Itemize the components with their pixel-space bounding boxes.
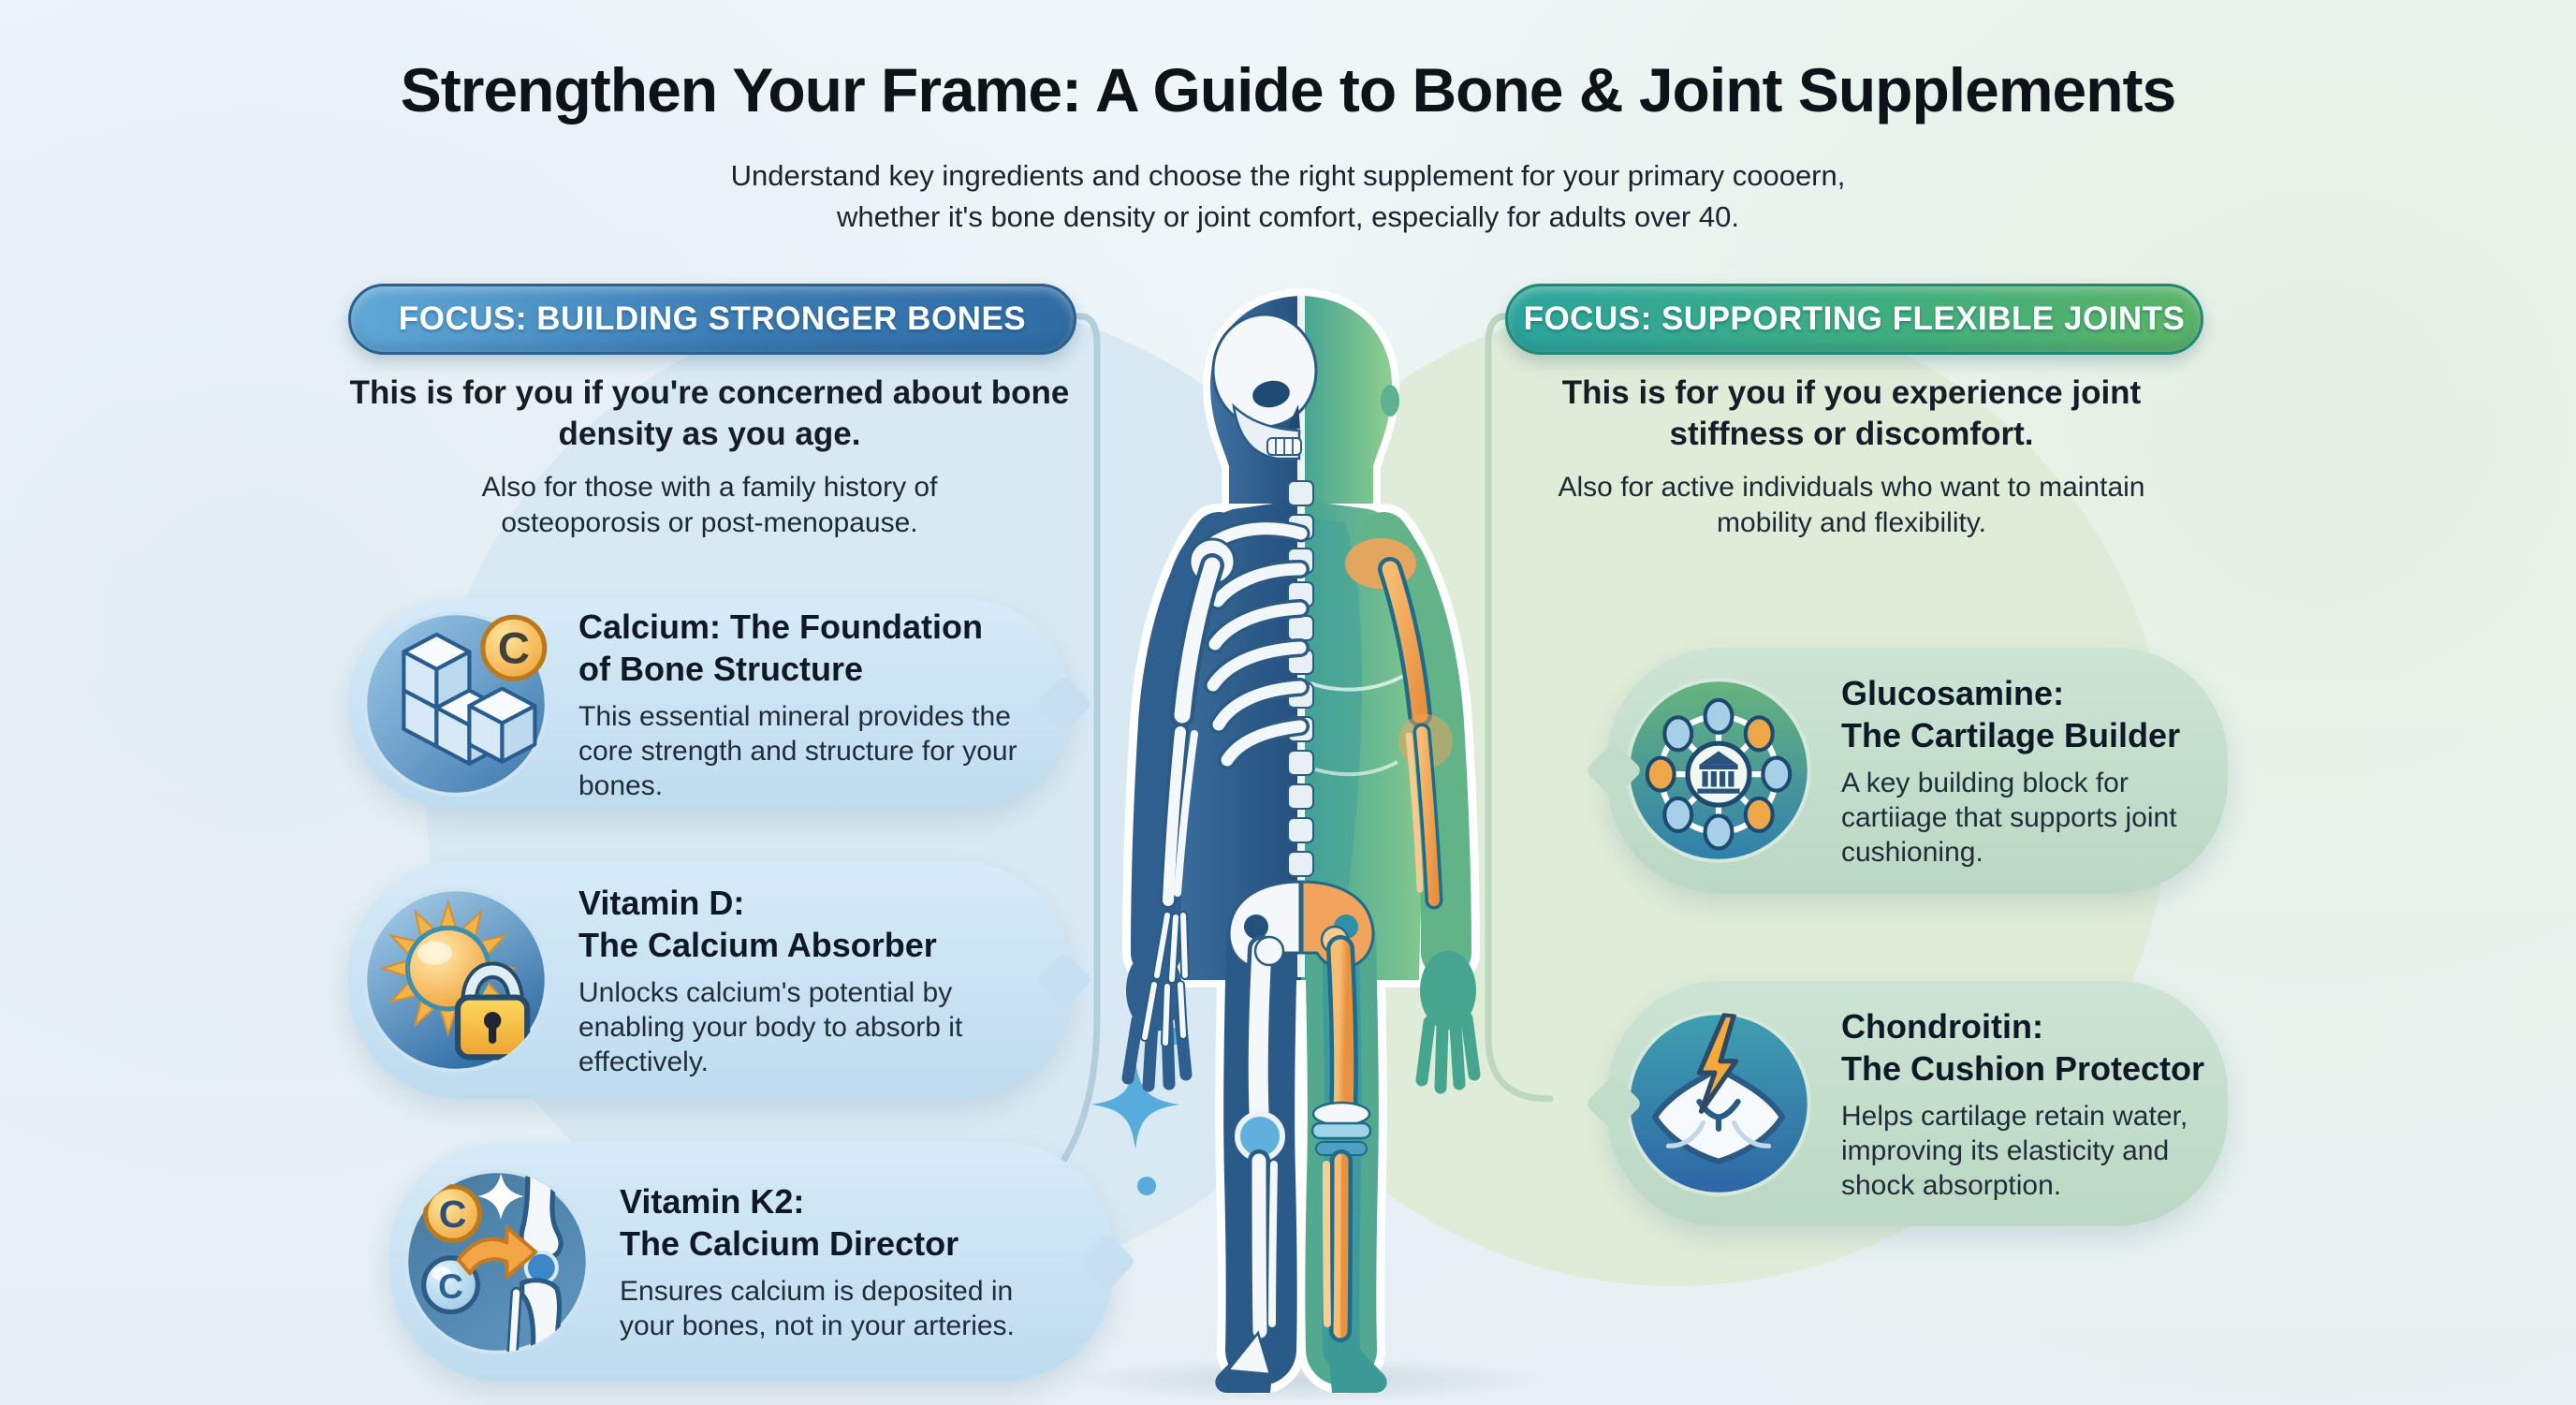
glucosamine-card: Glucosamine: The Cartilage Builder A key… bbox=[1584, 648, 2228, 893]
page-subtitle: Understand key ingredients and choose th… bbox=[0, 155, 2576, 238]
vitamin-d-card: Vitamin D: The Calcium Absorber Unlocks … bbox=[348, 861, 1094, 1099]
bones-intro: This is for you if you're concerned abou… bbox=[329, 373, 1090, 541]
molecule-network-icon bbox=[1626, 678, 1811, 863]
human-figure-illustration bbox=[1121, 288, 1481, 1394]
bones-intro-note: Also for those with a family history of … bbox=[481, 472, 938, 538]
calcium-arrow-joint-icon: C C bbox=[404, 1169, 590, 1354]
sun-padlock-icon bbox=[363, 887, 549, 1073]
calcium-cubes-icon: C bbox=[363, 611, 549, 797]
bones-focus-banner: FOCUS: BUILDING STRONGER BONES bbox=[348, 284, 1076, 355]
joints-focus-banner-label: FOCUS: SUPPORTING FLEXIBLE JOINTS bbox=[1523, 300, 2186, 337]
page-title: Strengthen Your Frame: A Guide to Bone &… bbox=[400, 55, 2176, 124]
vitamin-k2-card: C C Vitamin K2: The Calcium Director Ens… bbox=[389, 1142, 1137, 1382]
k2-bubble-letter: C bbox=[438, 1266, 463, 1306]
subtitle-line-1: Understand key ingredients and choose th… bbox=[730, 159, 1846, 192]
subtitle-line-2: whether it's bone density or joint comfo… bbox=[837, 200, 1739, 233]
vitamin-k2-title-line2: The Calcium Director bbox=[620, 1224, 959, 1263]
vitamin-d-body: Unlocks calcium's potential by enabling … bbox=[578, 976, 963, 1077]
pillow-lightning-icon bbox=[1626, 1011, 1811, 1196]
joints-focus-banner: FOCUS: SUPPORTING FLEXIBLE JOINTS bbox=[1505, 284, 2203, 355]
glucosamine-body: A key building block for cartiiage that … bbox=[1841, 767, 2177, 868]
bones-intro-headline: This is for you if you're concerned abou… bbox=[349, 374, 1070, 452]
calcium-title-line2: of Bone Structure bbox=[578, 649, 864, 688]
joints-intro: This is for you if you experience joint … bbox=[1496, 373, 2207, 541]
temple-glyph bbox=[1697, 751, 1740, 794]
chondroitin-body: Helps cartilage retain water, improving … bbox=[1841, 1100, 2188, 1201]
vitamin-k2-title-line1: Vitamin K2: bbox=[620, 1182, 805, 1221]
k2-coin-letter: C bbox=[439, 1193, 467, 1236]
vitamin-k2-body: Ensures calcium is deposited in your bon… bbox=[620, 1276, 1015, 1341]
calcium-card: C Calcium: The Foundation of Bone Struct… bbox=[348, 599, 1094, 809]
joints-intro-note: Also for active individuals who want to … bbox=[1558, 472, 2145, 538]
calcium-title-line1: Calcium: The Foundation bbox=[578, 607, 983, 646]
joints-intro-headline: This is for you if you experience joint … bbox=[1561, 374, 2142, 452]
calcium-coin-letter: C bbox=[498, 624, 530, 674]
glucosamine-title-line2: The Cartilage Builder bbox=[1841, 715, 2181, 754]
vitamin-d-title-line2: The Calcium Absorber bbox=[578, 925, 937, 964]
vitamin-d-title-line1: Vitamin D: bbox=[578, 883, 745, 922]
chondroitin-card: Chondroitin: The Cushion Protector Helps… bbox=[1584, 981, 2228, 1226]
glucosamine-title-line1: Glucosamine: bbox=[1841, 673, 2065, 712]
chondroitin-title-line1: Chondroitin: bbox=[1841, 1006, 2043, 1046]
chondroitin-title-line2: The Cushion Protector bbox=[1841, 1048, 2205, 1088]
calcium-body: This essential mineral provides the core… bbox=[578, 700, 1017, 801]
bones-focus-banner-label: FOCUS: BUILDING STRONGER BONES bbox=[398, 300, 1027, 337]
